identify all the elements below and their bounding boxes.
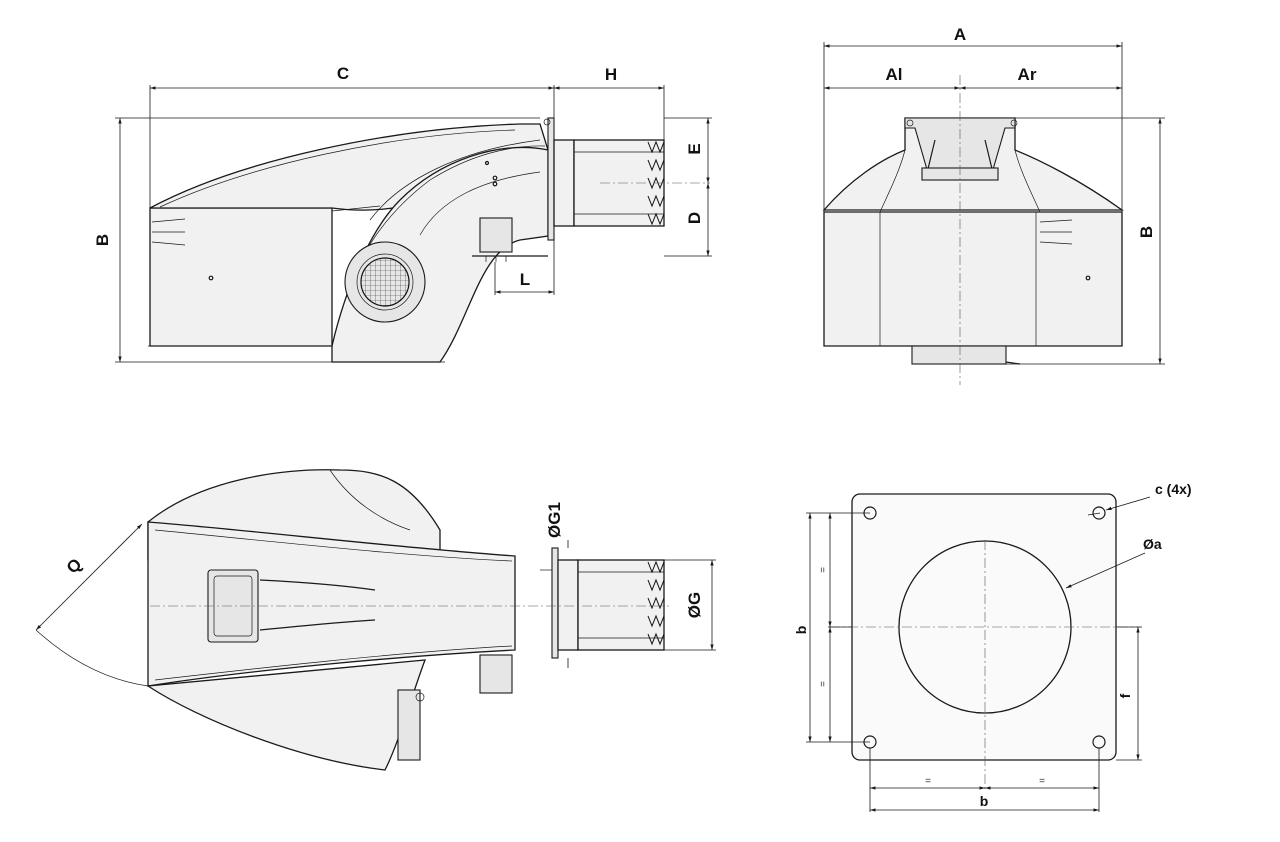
dim-label-Ar: Ar [1018,65,1037,84]
top-view-handle [207,569,259,643]
top-view-blast-tube-collar [557,559,579,651]
top-view-flame-head-teeth [647,560,665,646]
dim-label-L: L [520,270,530,289]
side-view-housing-box [149,207,333,347]
front-view-vent-slots [1039,219,1073,245]
dim-label-a: Øa [1143,536,1162,552]
dim-label-f: f [1117,693,1133,698]
flange-hole-tr [1092,506,1106,520]
top-view-control-box [479,654,513,694]
dim-label-H: H [605,65,617,84]
front-view: A Al Ar B [822,25,1165,385]
eq-mark-v1: = [818,567,829,573]
dim-label-D: D [685,212,704,224]
eq-mark-v2: = [818,681,829,687]
dim-label-c: c (4x) [1155,481,1192,497]
dim-label-b-horizontal: b [980,793,989,809]
side-view-flame-head-teeth [647,140,665,226]
eq-mark-h2: = [1039,776,1045,787]
flange-view: c (4x) Øa b = = = = b f [793,481,1192,812]
front-view-base-tube [911,345,1007,365]
dim-label-G: ØG [685,592,704,618]
side-view-vent-slots [151,218,186,246]
side-view-control-box [479,217,513,253]
dim-label-B-side: B [93,234,112,246]
front-view-housing [823,211,1123,347]
side-view-flange [547,117,555,241]
dim-label-E: E [685,143,704,154]
eq-mark-h1: = [925,776,931,787]
side-view-blast-tube-collar [553,139,575,227]
dim-label-Q: Q [63,555,86,578]
top-view-flange [551,547,559,659]
top-view-blast-tube [577,559,665,651]
dim-label-A: A [954,25,966,44]
side-view-fan-grille [360,257,410,307]
dim-label-G1: ØG1 [545,502,564,538]
dim-label-Al: Al [886,65,903,84]
top-view-housing [147,521,516,687]
dim-label-b-vertical: b [793,626,809,635]
dim-label-B-front: B [1137,226,1156,238]
top-view: Q ØG1 ØG [35,469,716,771]
side-view: C H B E D L [93,64,712,363]
dim-label-C: C [337,64,349,83]
